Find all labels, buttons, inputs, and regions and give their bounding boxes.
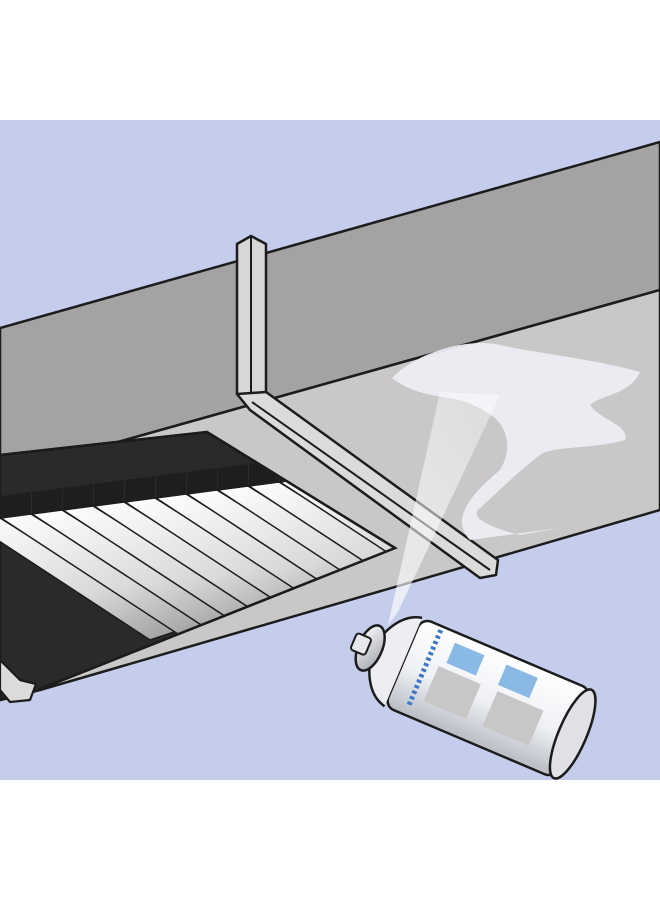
duct-side-face [0, 140, 660, 477]
louver-slot [63, 484, 93, 510]
spray-can-label-gray-right [482, 691, 544, 746]
louver-slot [1, 492, 31, 518]
spray-can-base [548, 688, 597, 780]
spray-can [350, 616, 597, 780]
spray-can-label-gray-left [423, 666, 481, 720]
spray-jet [388, 392, 500, 625]
duct-joint-flange-left [0, 658, 38, 704]
louver-slot [94, 480, 124, 506]
louver-slot [187, 468, 217, 494]
louver-slot [125, 476, 155, 502]
spray-mist-cloud [392, 343, 640, 540]
duct-joint-flange-bottom-edge [251, 401, 491, 571]
spray-can-label-blue-top [446, 642, 485, 676]
spray-can-label-blue-mid [497, 664, 538, 699]
spray-can-nozzle [350, 632, 372, 656]
louver-slot [218, 464, 248, 490]
louver-slot [156, 472, 186, 498]
louver-slot [32, 488, 62, 514]
